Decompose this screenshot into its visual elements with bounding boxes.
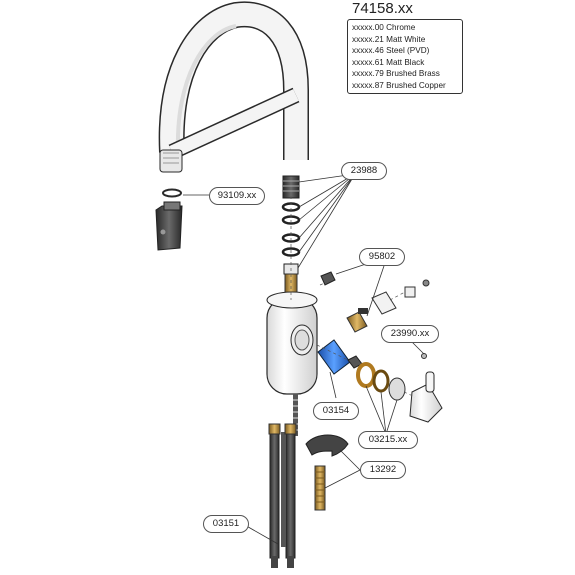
handle-part bbox=[409, 353, 443, 423]
finish-option: xxxxx.61 Matt Black bbox=[352, 57, 425, 67]
supply-hoses-part bbox=[268, 423, 297, 568]
callout-mounting-kit: 13292 bbox=[360, 461, 406, 479]
seal-stack-part bbox=[281, 175, 301, 297]
callout-rings: 03215.xx bbox=[358, 431, 418, 449]
callout-cartridge-screw: 95802 bbox=[359, 248, 405, 266]
finish-option: xxxxx.46 Steel (PVD) bbox=[352, 46, 430, 55]
callout-supply-hoses: 03151 bbox=[203, 515, 249, 533]
leader-lines bbox=[183, 173, 425, 545]
cartridge-screw-part bbox=[346, 279, 430, 333]
finish-options-legend: xxxxx.00 Chrome xxxxx.21 Matt White xxxx… bbox=[347, 19, 463, 94]
retaining-clip bbox=[320, 271, 336, 286]
callout-handle: 23990.xx bbox=[381, 325, 439, 343]
finish-option: xxxxx.87 Brushed Copper bbox=[352, 80, 446, 90]
finish-option: xxxxx.21 Matt White bbox=[352, 34, 426, 44]
callout-spray-head: 93109.xx bbox=[209, 187, 265, 205]
mounting-kit-part bbox=[305, 434, 349, 511]
callout-cartridge: 03154 bbox=[313, 402, 359, 420]
spray-head-part bbox=[155, 188, 183, 251]
faucet-body bbox=[266, 291, 318, 436]
cartridge-part bbox=[317, 339, 363, 375]
dashed-guides bbox=[290, 196, 416, 398]
finish-option: xxxxx.00 Chrome bbox=[352, 23, 416, 32]
spout-arc bbox=[158, 1, 309, 173]
assembly-part-number: 74158.xx bbox=[352, 0, 413, 17]
callout-seals: 23988 bbox=[341, 162, 387, 180]
finish-option: xxxxx.79 Brushed Brass bbox=[352, 69, 440, 78]
